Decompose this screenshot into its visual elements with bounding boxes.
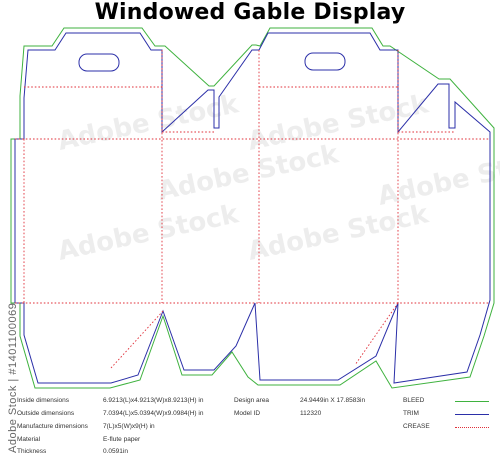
spec-value-inside: 6.9213(L)x4.9213(W)x8.9213(H) in — [103, 397, 204, 404]
watermark-text: Adobe Stock — [245, 89, 432, 157]
spec-label-material: Material — [17, 436, 41, 443]
legend-crease-label: CREASE — [403, 423, 430, 430]
watermark-text: Adobe Stock — [375, 144, 500, 212]
legend-bleed-line — [455, 401, 489, 402]
page-title: Windowed Gable Display — [94, 0, 406, 25]
trim-outline — [14, 32, 491, 384]
spec-value-manufacture: 7(L)x5(W)x9(H) in — [103, 423, 155, 430]
design-area-value: 24.9449in X 17.8583in — [300, 397, 366, 404]
spec-value-material: E-flute paper — [103, 436, 141, 443]
spec-value-thickness: 0.0591in — [103, 448, 128, 455]
legend-trim-line — [455, 414, 489, 415]
handle-cutout-left — [78, 53, 120, 72]
legend-crease-line — [455, 427, 489, 428]
spec-label-manufacture: Manufacture dimensions — [17, 423, 88, 430]
spec-label-outside: Outside dimensions — [17, 410, 75, 417]
spec-label-thickness: Thickness — [17, 448, 47, 455]
model-id-value: 112320 — [300, 410, 322, 417]
watermark-text: Adobe Stock — [245, 199, 432, 267]
legend-trim-label: TRIM — [403, 410, 419, 417]
design-area-label: Design area — [234, 397, 270, 404]
watermark-text: Adobe Stock — [55, 199, 242, 267]
spec-value-outside: 7.0394(L)x5.0394(W)x9.0984(H) in — [103, 410, 204, 417]
bleed-outline — [10, 27, 495, 389]
handle-cutout-right — [304, 52, 346, 71]
watermark-text: Adobe Stock — [155, 139, 342, 207]
legend-bleed-label: BLEED — [403, 397, 425, 404]
spec-label-inside: Inside dimensions — [17, 397, 70, 404]
crease-lines — [15, 50, 490, 369]
watermark: Adobe Stock Adobe Stock Adobe Stock Adob… — [55, 89, 500, 267]
model-id-label: Model ID — [234, 410, 261, 417]
